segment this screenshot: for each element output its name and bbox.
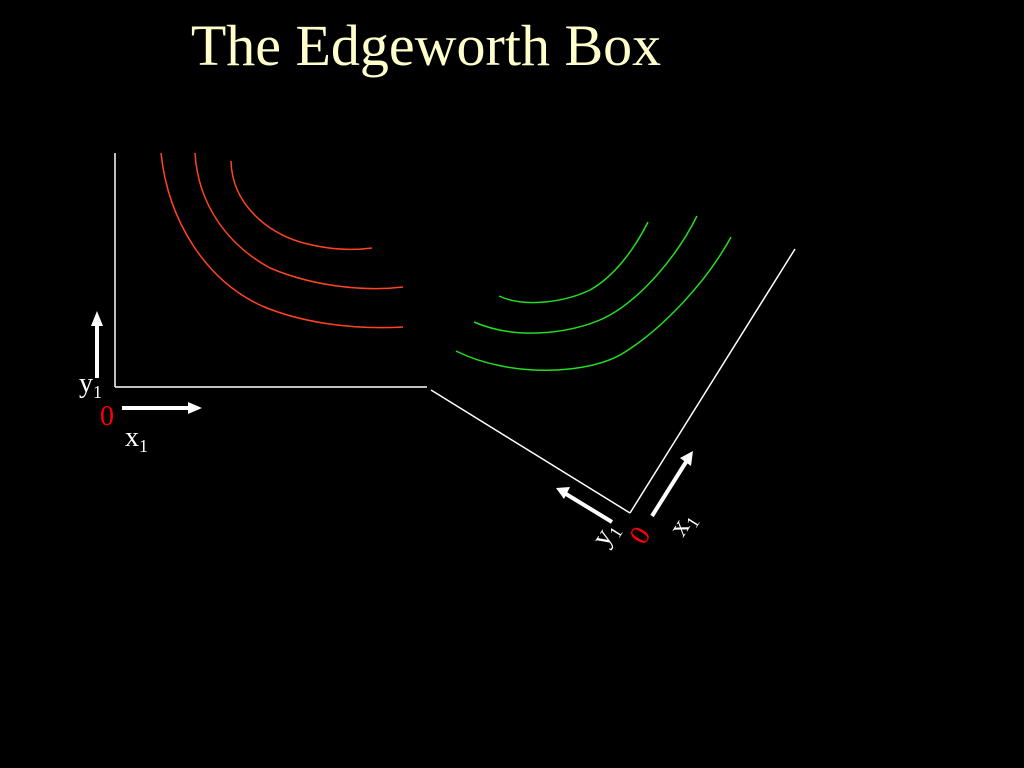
person1-x-label: x1 <box>125 422 148 456</box>
person1-x-letter: x <box>125 422 139 453</box>
person2-left-axis <box>430 389 631 514</box>
person2-x-arrowhead <box>680 451 693 466</box>
person1-arrows <box>91 311 202 414</box>
person2-x-arrow <box>650 460 688 518</box>
person1-indifference-curve-1 <box>160 152 404 329</box>
person1-indifference-curve-2 <box>194 152 404 290</box>
person2-axes <box>430 248 796 514</box>
person2-y-arrow <box>564 492 614 524</box>
slide-title: The Edgeworth Box <box>190 13 662 78</box>
person2-right-axis <box>629 248 796 514</box>
person2-indifference-curve-3 <box>455 236 732 371</box>
person1-axes <box>114 153 427 388</box>
person2-arrows <box>556 451 693 524</box>
person1-x-arrowhead <box>188 402 202 414</box>
person2-y-label: y1 <box>586 516 627 554</box>
person2-y-arrowhead <box>556 487 570 499</box>
person1-y-subscript: 1 <box>93 382 102 402</box>
person1-origin-label: 0 <box>100 401 114 432</box>
person1-y-arrowhead <box>91 311 103 326</box>
person1-indifference-curve-3 <box>230 160 373 251</box>
person1-y-label: y1 <box>79 368 102 402</box>
person2-indifference-curve-1 <box>498 221 649 304</box>
person2-origin-label: 0 <box>624 521 658 549</box>
person2-labels: y1 0 x1 <box>586 506 704 554</box>
person1-indifference-curves <box>160 152 404 329</box>
person1-labels: y1 0 x1 <box>79 368 148 456</box>
person2-indifference-curve-2 <box>473 215 698 334</box>
person1-y-letter: y <box>79 368 93 399</box>
person2-x-label: x1 <box>663 506 704 544</box>
person1-x-subscript: 1 <box>139 436 148 456</box>
person2-indifference-curves <box>455 215 732 371</box>
